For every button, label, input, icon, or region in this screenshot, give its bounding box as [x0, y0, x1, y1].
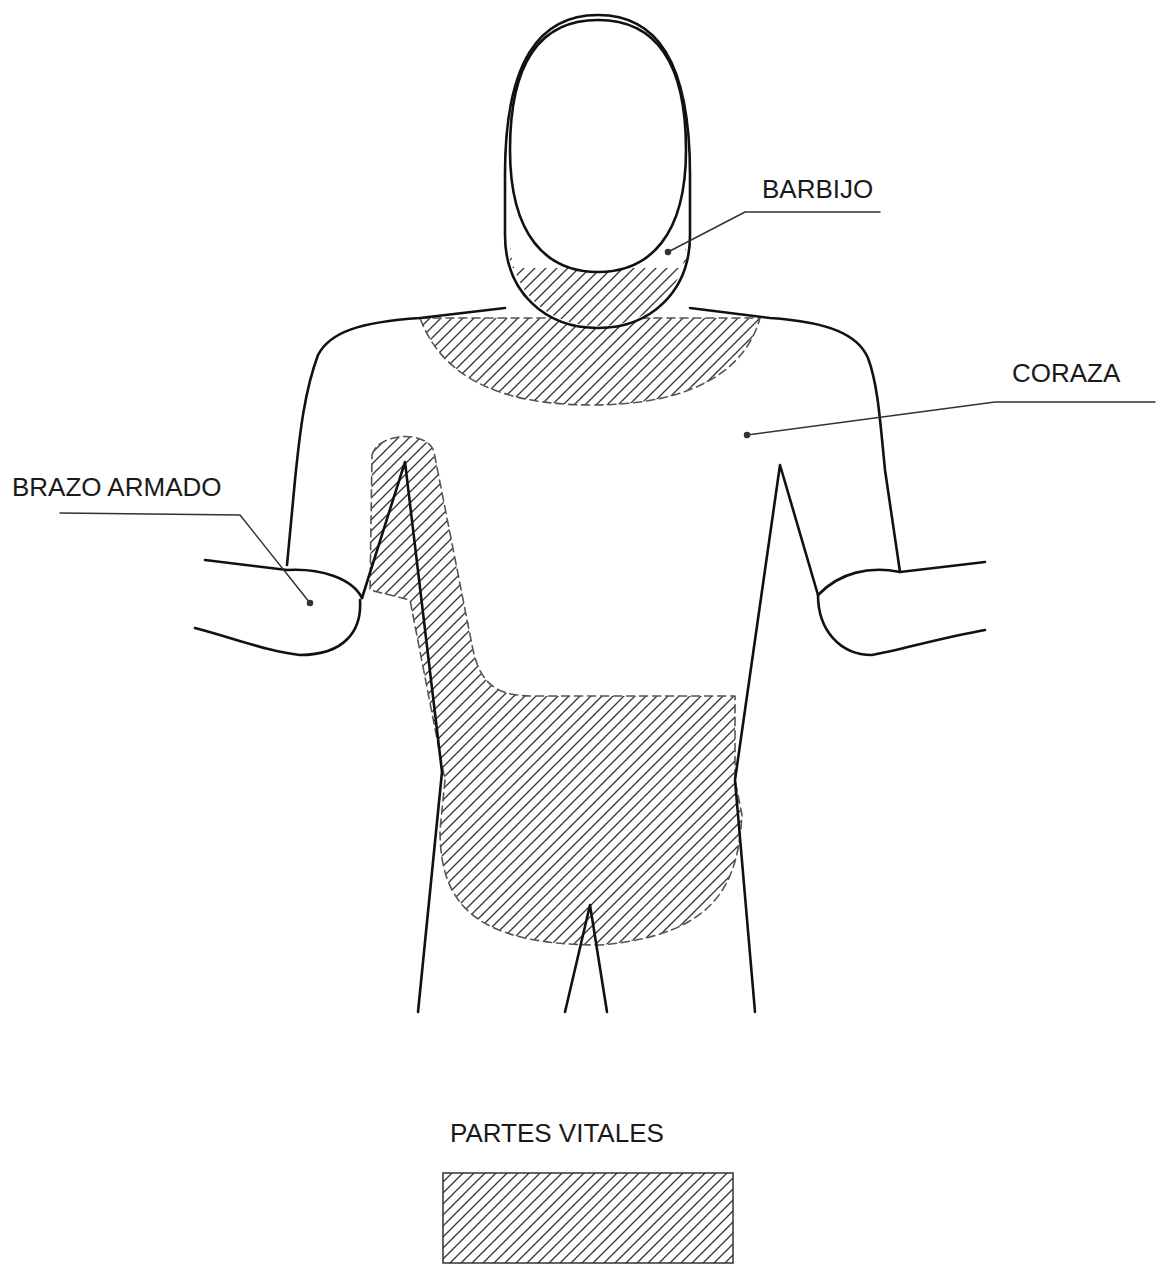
part-label: BARBIJO	[762, 176, 873, 202]
leader-dot	[745, 433, 750, 438]
mask-hood	[505, 15, 690, 328]
leader-dot	[666, 250, 671, 255]
part-label: CORAZA	[1012, 360, 1120, 386]
crotch	[565, 905, 607, 1012]
leader-line	[747, 402, 1155, 435]
jacket-shoulders	[287, 308, 900, 572]
part-label: BRAZO ARMADO	[12, 474, 221, 500]
body-right	[735, 465, 818, 1012]
legend-swatch-rect	[443, 1173, 733, 1263]
legend-text: PARTES VITALES	[450, 1120, 664, 1146]
right-arm	[818, 562, 985, 655]
legend-swatch	[442, 1172, 734, 1264]
vital-area-collar	[420, 318, 760, 405]
leader-dot	[308, 601, 313, 606]
left-arm	[195, 560, 362, 655]
leader-line	[668, 212, 880, 252]
vital-area-torso	[370, 437, 742, 945]
body-left	[362, 462, 442, 1012]
mask-face	[510, 20, 686, 272]
leader-line	[60, 513, 310, 603]
